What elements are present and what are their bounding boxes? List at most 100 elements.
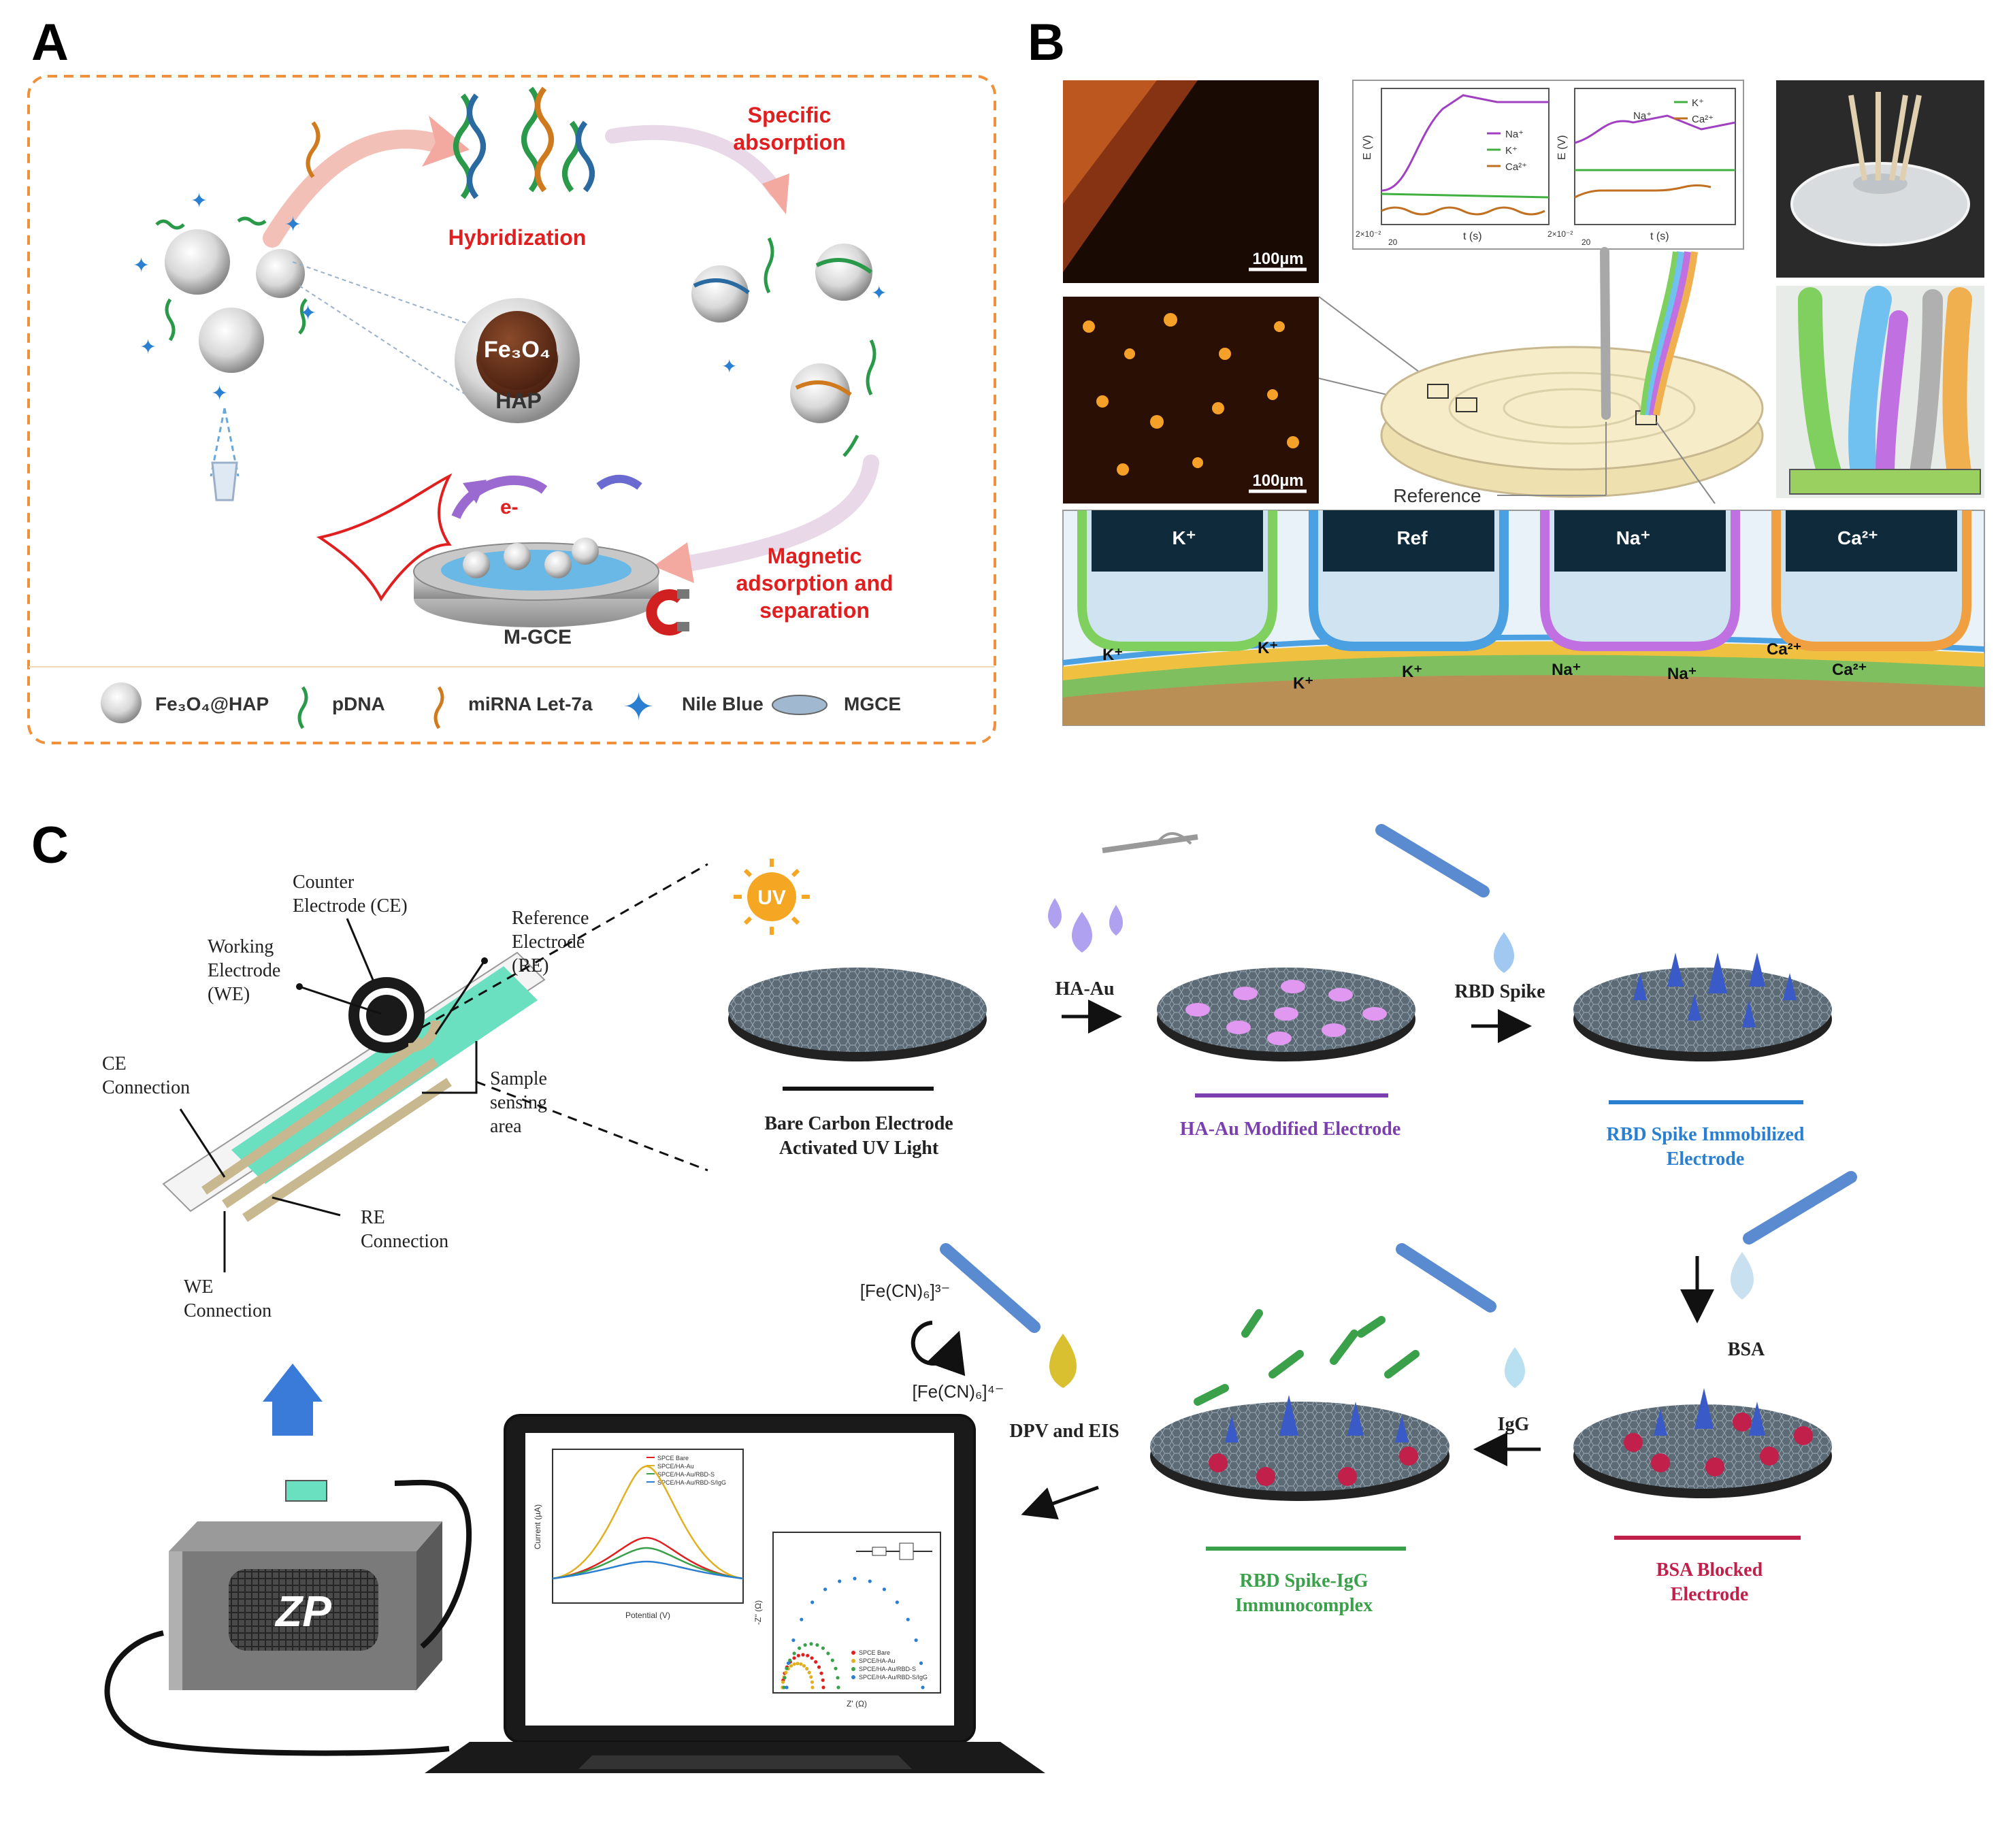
eis-chart-xlabel: Z' (Ω) (847, 1699, 867, 1709)
legend-mirna-icon (433, 686, 444, 729)
pipette-1 (1375, 824, 1490, 897)
pdna-strand (155, 219, 185, 230)
magnet-icon (646, 589, 689, 636)
eis-legend-swatch (851, 1675, 855, 1679)
plot-1-ylabel: E (V) (1362, 135, 1373, 160)
particle (199, 308, 264, 373)
svg-text:✦: ✦ (871, 282, 887, 303)
igg-line-2: Immunocomplex (1235, 1595, 1373, 1616)
eis-point (810, 1680, 814, 1684)
ferricyanide-label: [Fe(CN)₆]³⁻ (860, 1281, 951, 1301)
bare-line-2: Activated UV Light (779, 1138, 939, 1159)
ise-tip-ca: Ca²⁺ (1771, 510, 1971, 651)
eis-point (836, 1676, 840, 1680)
legend-mgce: MGCE (844, 693, 901, 714)
dpv-curve (552, 1536, 744, 1580)
pdna-strand (165, 298, 176, 342)
dpv-legend-item: SPCE Bare (657, 1455, 689, 1462)
eis-point (895, 1600, 899, 1604)
nile-blue-marker: ✦ (211, 382, 228, 405)
nile-blue-marker: ✦ (140, 336, 157, 359)
eis-point (810, 1685, 815, 1689)
bsa-line-2: Electrode (1671, 1584, 1749, 1605)
ha-au-drop-label: HA-Au (1055, 978, 1114, 1000)
eis-point (810, 1656, 814, 1660)
svg-text:✦: ✦ (721, 356, 737, 377)
magnetic-line-2: adsorption and (736, 571, 893, 595)
panel-a-legend: Fe₃O₄@HAP pDNA miRNA Let-7a ✦ Nile Blue … (101, 682, 901, 729)
eis-point (801, 1653, 805, 1657)
eis-legend-item: SPCE/HA-Au/RBD-S (859, 1666, 916, 1672)
eis-point (809, 1642, 813, 1646)
arrow-head-3 (653, 542, 694, 583)
legend-particle-icon (101, 682, 142, 723)
eis-chart-legend: SPCE Bare SPCE/HA-Au SPCE/HA-Au/RBD-S SP… (859, 1649, 928, 1681)
plot-1-xtick: 20 (1388, 237, 1398, 247)
plot-1-legend-na: Na⁺ (1505, 129, 1524, 140)
pipette-2 (1743, 1171, 1857, 1244)
legend-mgce-icon (772, 695, 828, 715)
disc-igg (1150, 1309, 1449, 1501)
eis-legend-swatch (851, 1667, 855, 1671)
dpv-chart-ylabel: Current (µA) (533, 1504, 542, 1549)
ise-tip-k: K⁺ (1077, 510, 1277, 651)
eis-legend-item: SPCE/HA-Au (859, 1657, 896, 1664)
plot-1-xlabel: t (s) (1463, 231, 1482, 242)
panel-c-label: C (31, 816, 69, 874)
eis-point (921, 1685, 925, 1689)
ha-au-label: HA-Au Modified Electrode (1180, 1119, 1401, 1140)
igg-droplet (1505, 1347, 1525, 1388)
dpv-chart: Potential (V) Current (µA) SPCE Bare SPC… (533, 1449, 744, 1620)
device-label: ZP (274, 1587, 331, 1636)
eis-point (781, 1680, 785, 1684)
ha-au-droplets-icon (1048, 832, 1198, 953)
working-line-3: (WE) (208, 984, 250, 1005)
specific-absorption-line-1: Specific (748, 103, 832, 127)
dpv-eis-label: DPV and EIS (1009, 1421, 1119, 1442)
cell-cluster-bright (1063, 80, 1157, 204)
bare-line-1: Bare Carbon Electrode (764, 1113, 953, 1134)
nile-blue-marker: ✦ (299, 302, 316, 325)
eis-legend-item: SPCE Bare (859, 1649, 890, 1656)
eis-point (788, 1658, 792, 1662)
eis-point (817, 1665, 821, 1669)
eis-point (796, 1662, 800, 1666)
eis-point (803, 1643, 807, 1647)
eis-point (785, 1666, 789, 1670)
sample-line-1: Sample (490, 1068, 547, 1089)
render-tissue (1789, 469, 1981, 495)
plot-2: E (V) t (s) 2×10⁻² 20 Na⁺ K⁺ Ca²⁺ (1547, 88, 1736, 247)
potentiostat-device: ZP (169, 1521, 442, 1690)
eis-point (826, 1651, 830, 1655)
sample-line-3: area (490, 1116, 522, 1137)
re-conn-line-1: RE (361, 1207, 385, 1228)
disc-bare (728, 968, 987, 1061)
eis-point (806, 1653, 810, 1657)
eis-point (792, 1662, 796, 1666)
ion-k-1: K⁺ (1102, 646, 1123, 664)
eis-point (798, 1646, 802, 1650)
nile-blue-marker: ✦ (133, 254, 150, 277)
rbd-droplet (1494, 932, 1514, 973)
working-line-1: Working (208, 936, 274, 957)
magnetic-line-3: separation (759, 598, 870, 623)
captured-particles: ✦ ✦ (691, 237, 887, 457)
dpv-curve (552, 1560, 744, 1580)
eis-point (906, 1617, 910, 1621)
ce-conn-line-2: Connection (102, 1077, 190, 1098)
arrow-to-magnetic (672, 455, 879, 573)
specific-absorption-line-2: absorption (733, 130, 845, 154)
redox-droplet (1049, 1334, 1077, 1388)
render-blue (1848, 286, 1892, 490)
pdna-strand (298, 298, 308, 335)
legend-nile-blue: Nile Blue (682, 693, 764, 714)
eis-circuit-icon (856, 1542, 932, 1560)
re-conn-line-2: Connection (361, 1231, 448, 1252)
bsa-line-1: BSA Blocked (1656, 1560, 1763, 1581)
disc-ha-au (1157, 968, 1415, 1061)
arc-arrow (596, 474, 642, 490)
electron-arrow-head (463, 480, 487, 504)
electron-arrow (451, 476, 548, 519)
eis-point (836, 1685, 840, 1689)
pdna-strand (237, 216, 267, 226)
